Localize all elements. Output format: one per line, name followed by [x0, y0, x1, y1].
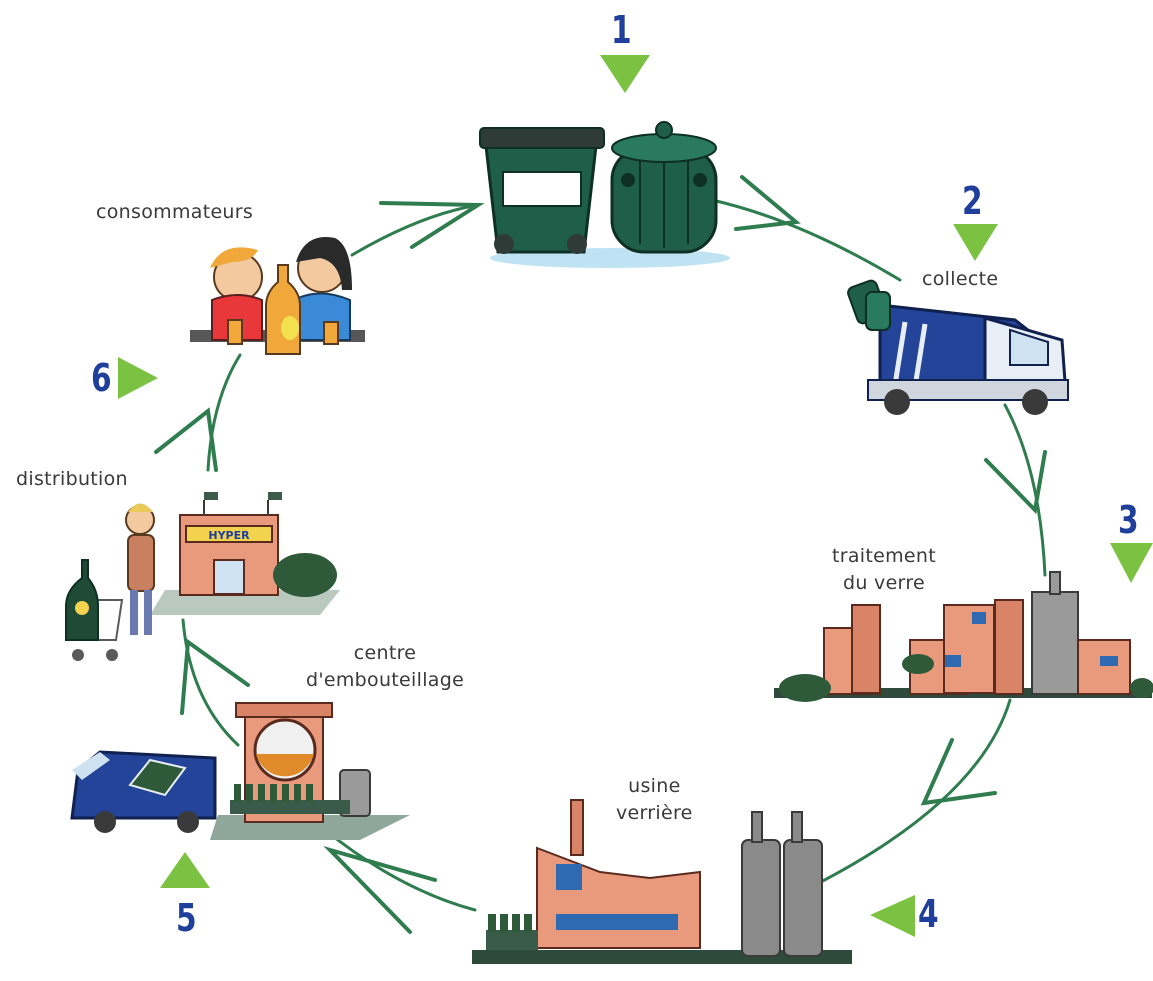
collection-truck-icon [847, 279, 1069, 415]
treatment-plant-icon [774, 571, 1153, 702]
step-markers [118, 55, 1153, 937]
cycle-arrow-icon [920, 738, 997, 806]
store-sign-text: HYPER [208, 529, 250, 542]
step-marker-icon [600, 55, 650, 93]
step-number-6: 6 [91, 356, 112, 400]
step-marker-icon [870, 895, 915, 937]
bottling-plant-icon [210, 702, 410, 840]
glass-factory-icon [472, 799, 852, 964]
cycle-arrow-icon [710, 198, 902, 282]
step-number-1: 1 [611, 8, 632, 52]
cycle-arrow-icon [180, 638, 250, 715]
stage-2-label: collecte [922, 268, 999, 290]
cycle-arrow-icon [323, 846, 437, 934]
cycle-arrow-icon [984, 450, 1047, 515]
consumers-icon [190, 237, 365, 355]
step-number-4: 4 [918, 892, 939, 936]
step-marker-icon [1110, 543, 1153, 583]
consumers-label: consommateurs [96, 201, 254, 223]
cycle-arrow-icon [350, 203, 480, 257]
step-number-5: 5 [176, 896, 197, 940]
recycling-bins-icon [479, 121, 730, 268]
cycle-arrow-icon [181, 618, 240, 747]
cycle-arrow-icon [379, 201, 485, 249]
cycle-arrow-icon [206, 353, 242, 472]
step-marker-icon [118, 357, 158, 399]
stage-3-label: traitement du verre [832, 545, 937, 594]
cycle-arrow-icon [154, 407, 218, 472]
step-number-3: 3 [1118, 498, 1139, 542]
stage-5-label: centre d'embouteillage [306, 642, 465, 691]
cycle-arrow-icon [1003, 403, 1047, 577]
stage-4-label: usine verrière [616, 775, 693, 824]
cycle-arrows [154, 175, 1047, 934]
cycle-arrow-icon [813, 698, 1012, 887]
cycle-arrow-icon [734, 175, 801, 231]
step-number-2: 2 [962, 179, 983, 223]
step-marker-icon [953, 224, 998, 261]
cycle-arrow-icon [323, 828, 477, 912]
supermarket-icon: HYPER [65, 492, 340, 661]
delivery-van-icon [70, 750, 217, 833]
step-marker-icon [160, 852, 210, 888]
stage-6-label: distribution [16, 468, 128, 490]
